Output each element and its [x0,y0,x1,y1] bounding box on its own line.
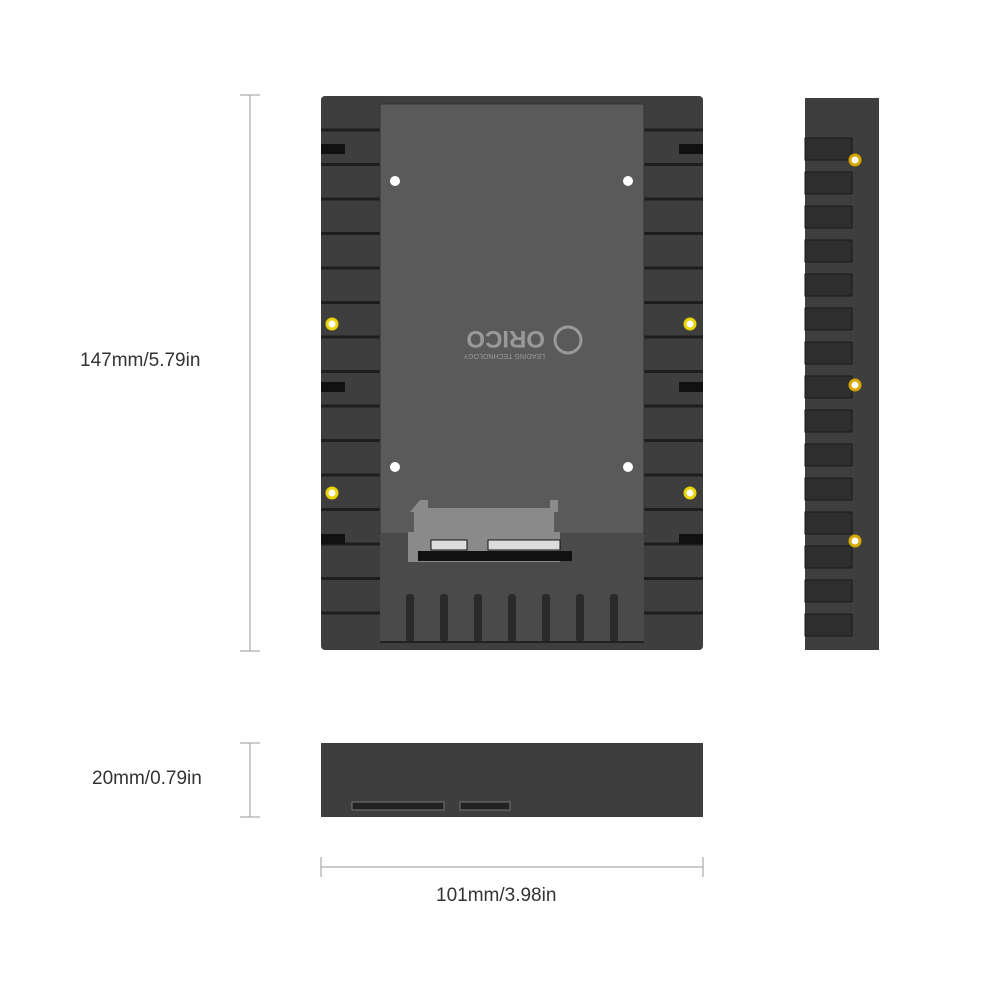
mount-hole [623,176,633,186]
comb-tooth [804,205,853,229]
rail-notch [321,144,345,154]
svg-text:ORICO: ORICO [466,325,545,352]
comb-tooth [804,341,853,365]
comb-tooth [804,307,853,331]
drive-plate [379,103,645,535]
fin-slot [610,594,618,642]
mount-hole [390,176,400,186]
height-label: 147mm/5.79in [80,350,201,371]
thickness-dimension-line [240,742,260,818]
thickness-label: 20mm/0.79in [92,768,202,789]
screw-hole [848,153,862,167]
fin-slot [406,594,414,642]
screw-hole [683,486,697,500]
width-dimension-line [320,857,704,877]
height-dimension-line [240,94,260,652]
mount-hole [390,462,400,472]
screw-hole [325,486,339,500]
screw-hole [683,317,697,331]
comb-tooth [804,579,853,603]
svg-text:LEADING TECHNOLOGY: LEADING TECHNOLOGY [463,352,545,359]
fin-slot [440,594,448,642]
cooling-fins [380,594,644,643]
width-label: 101mm/3.98in [436,885,557,906]
fin-slot [508,594,516,642]
screw-holes [325,317,697,500]
side-rails [321,128,703,615]
rail-notch [321,382,345,392]
bracket-top-view: ORICO LEADING TECHNOLOGY [321,96,703,650]
comb-tooth [804,375,853,399]
mount-holes [390,176,633,472]
rail-notch [679,534,703,544]
fin-slot [576,594,584,642]
mount-hole [623,462,633,472]
sata-connector [408,500,572,562]
comb-tooth [804,137,853,161]
comb-tooth [804,273,853,297]
comb-tooth [804,613,853,637]
comb-tooth [804,511,853,535]
screw-hole [848,378,862,392]
rail-notch [321,534,345,544]
screw-hole [848,534,862,548]
comb-tooth [804,477,853,501]
orico-logo: ORICO LEADING TECHNOLOGY [463,325,583,359]
comb-tooth [804,545,853,569]
fin-slot [474,594,482,642]
rail-notch [679,144,703,154]
fin-slot [542,594,550,642]
rail-notch [679,382,703,392]
comb-tooth [804,239,853,263]
bracket-front-view [321,743,703,817]
comb-tooth [804,443,853,467]
comb-tooth [804,409,853,433]
screw-hole [325,317,339,331]
bracket-side-view [804,98,879,650]
comb-tooth [804,171,853,195]
